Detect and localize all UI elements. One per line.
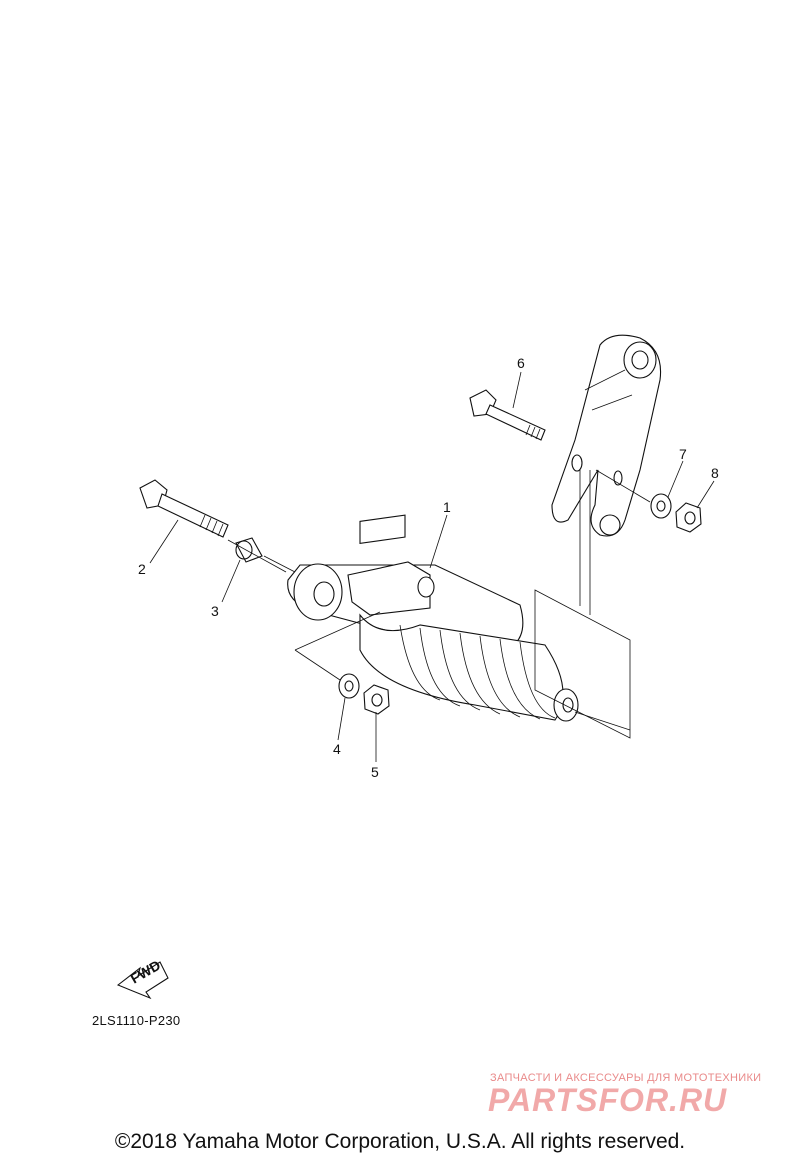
washer-7 [650,493,672,519]
watermark-tagline: ЗАПЧАСТИ И АКСЕССУАРЫ ДЛЯ МОТОТЕХНИКИ [490,1072,762,1084]
callout-numbers: 1 2 3 4 5 6 7 8 [138,355,719,780]
callout-2: 2 [138,561,146,577]
callout-8: 8 [711,465,719,481]
callout-3: 3 [211,603,219,619]
washer-4 [338,673,360,699]
nut-8 [675,502,702,533]
watermark-logo: PARTSFOR.RU [488,1082,728,1118]
callout-5: 5 [371,764,379,780]
fwd-arrow-icon: FWD [116,957,169,1000]
bolt-2 [139,479,229,538]
callout-7: 7 [679,446,687,462]
shock-absorber-1 [287,514,579,722]
collar-3 [235,537,263,563]
callout-4: 4 [333,741,341,757]
callout-6: 6 [517,355,525,371]
copyright-text: ©2018 Yamaha Motor Corporation, U.S.A. A… [114,1130,686,1153]
nut-5 [363,684,390,715]
bolt-6 [469,389,546,441]
relay-arm [551,334,662,537]
callout-leaders [149,371,715,762]
callout-1: 1 [443,499,451,515]
diagram-code: 2LS1110-P230 [92,1013,181,1028]
